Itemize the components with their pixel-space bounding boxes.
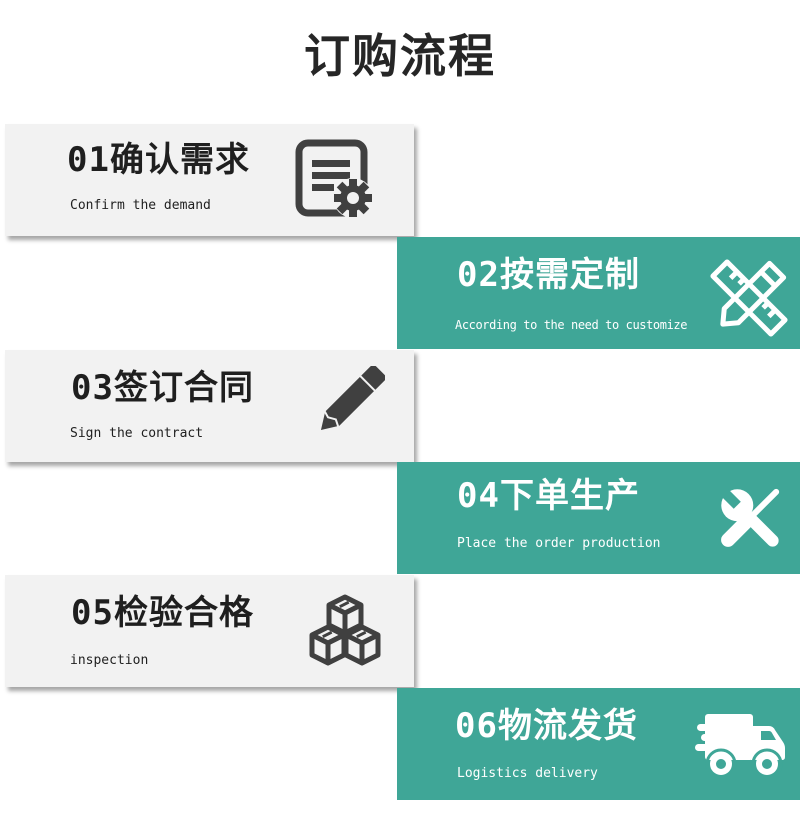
step-subtitle: According to the need to customize (455, 318, 688, 332)
step-subtitle: Place the order production (457, 536, 661, 551)
step-title: 01确认需求 (67, 140, 250, 180)
step-subtitle: Confirm the demand (70, 198, 211, 213)
step-03-sign-contract: 03签订合同 Sign the contract (5, 350, 414, 462)
step-title: 05检验合格 (71, 593, 254, 633)
step-06-logistics: 06物流发货 Logistics delivery (397, 688, 800, 800)
step-subtitle: inspection (70, 653, 149, 668)
pencil-icon (305, 366, 385, 446)
delivery-truck-icon (695, 714, 789, 776)
step-04-production: 04下单生产 Place the order production (397, 462, 800, 574)
step-subtitle: Sign the contract (70, 426, 204, 441)
step-05-inspection: 05检验合格 inspection (5, 575, 414, 687)
boxes-icon (307, 593, 383, 669)
ruler-pencil-icon (710, 259, 788, 337)
wrench-screwdriver-icon (714, 482, 786, 554)
document-gear-icon (294, 138, 378, 222)
step-title: 06物流发货 (455, 706, 638, 746)
step-title: 03签订合同 (71, 368, 254, 408)
step-title: 02按需定制 (457, 255, 640, 295)
step-02-customize: 02按需定制 According to the need to customiz… (397, 237, 800, 349)
step-subtitle: Logistics delivery (457, 766, 598, 781)
page-title: 订购流程 (304, 29, 496, 83)
step-title: 04下单生产 (457, 476, 640, 516)
step-01-confirm-demand: 01确认需求 Confirm the demand (5, 124, 414, 236)
